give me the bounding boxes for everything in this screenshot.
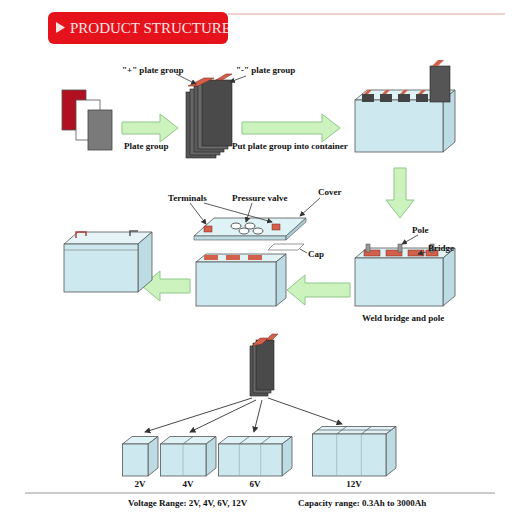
finished-battery	[64, 231, 152, 292]
cell-container: 6V	[218, 436, 293, 489]
part-label: Pressure valve	[232, 194, 287, 204]
leader-line	[176, 74, 196, 84]
part-label: Cover	[318, 188, 342, 198]
part-label: Put plate group into container	[232, 142, 348, 152]
leader-line	[145, 398, 252, 432]
container-outline	[218, 436, 293, 477]
bottom-rule	[25, 493, 495, 494]
voltage-label: 4V	[160, 479, 216, 489]
top-rule	[228, 14, 505, 15]
leader-line	[254, 400, 262, 432]
container-with-bridges	[355, 244, 455, 306]
leader-line	[268, 398, 342, 424]
part-label: Cap	[308, 250, 324, 260]
voltage-label: 12V	[312, 479, 396, 489]
voltage-label: 2V	[122, 479, 158, 489]
part-label: Bridge	[428, 244, 454, 254]
leader-line	[246, 203, 252, 222]
leader-line	[418, 252, 426, 254]
banner-triangle	[56, 22, 65, 33]
flow-arrow	[287, 275, 350, 305]
leader-line	[190, 400, 256, 432]
flow-arrow	[122, 114, 178, 142]
cell-container: 4V	[160, 436, 217, 489]
container-with-cover	[196, 254, 286, 306]
cover-plate	[194, 218, 306, 240]
cap-strip	[268, 244, 304, 250]
bottom-plate-group	[250, 334, 278, 396]
leader-line	[190, 203, 206, 224]
caption-text: Voltage Range: 2V, 4V, 6V, 12V	[128, 499, 247, 509]
flow-arrow	[386, 168, 414, 218]
cell-container: 2V	[122, 436, 159, 489]
container-outline	[312, 426, 397, 477]
leader-line	[402, 235, 418, 244]
container-with-plates	[355, 60, 455, 152]
leader-line	[300, 198, 320, 216]
plate-group-stack	[186, 74, 232, 158]
title-text: PRODUCT STRUCTURE	[70, 21, 231, 36]
container-outline	[160, 436, 217, 477]
part-label: Plate group	[124, 142, 169, 152]
leader-line	[230, 76, 246, 82]
leader-line	[204, 203, 272, 222]
part-label: Pole	[412, 226, 429, 236]
voltage-label: 6V	[218, 479, 292, 489]
part-label: "-" plate group	[236, 66, 295, 76]
loose-plates	[62, 90, 112, 150]
leader-line	[300, 249, 307, 253]
part-label: "+" plate group	[122, 66, 183, 76]
flow-arrow	[242, 114, 340, 142]
part-label: Weld bridge and pole	[362, 314, 444, 324]
caption-text: Capacity range: 0.3Ah to 3000Ah	[298, 499, 426, 509]
container-outline	[122, 436, 159, 477]
cell-container: 12V	[312, 426, 397, 489]
part-label: Terminals	[168, 194, 207, 204]
